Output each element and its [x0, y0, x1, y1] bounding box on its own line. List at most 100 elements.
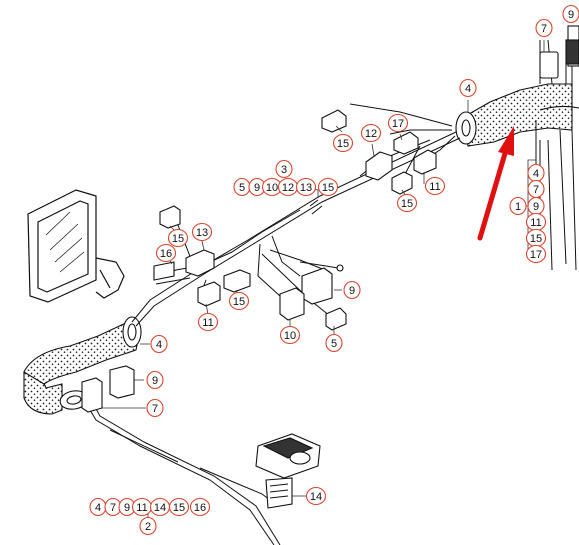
label-number: 4	[156, 339, 162, 351]
label-number: 15	[401, 198, 413, 210]
label-ring	[325, 333, 343, 353]
label-number: 12	[365, 128, 377, 140]
label-number: 13	[300, 182, 312, 194]
part-label-l11-b: 11	[197, 312, 219, 332]
label-ring	[139, 516, 157, 536]
label-ring	[360, 123, 382, 143]
label-ring	[424, 176, 446, 196]
part-label-l9-top: 9	[562, 4, 579, 24]
label-number: 10	[284, 330, 296, 342]
part-label-g1-4: 4	[527, 163, 545, 183]
part-label-l17-top: 17	[387, 113, 409, 133]
label-ring	[150, 334, 168, 354]
label-ring	[197, 312, 219, 332]
label-number: 7	[110, 502, 116, 514]
label-ring	[396, 193, 418, 213]
label-ring	[535, 18, 553, 38]
label-number: 11	[136, 502, 147, 514]
part-label-g1-9: 9	[527, 196, 545, 216]
label-number: 14	[154, 502, 166, 514]
part-label-l15-a: 15	[332, 133, 354, 153]
part-label-l12: 12	[360, 123, 382, 143]
part-label-l11-a: 11	[424, 176, 446, 196]
label-ring	[509, 196, 527, 216]
label-number: 7	[533, 184, 539, 196]
label-number: 13	[196, 227, 208, 239]
label-number: 7	[152, 403, 158, 415]
upper-sleeve	[455, 83, 579, 147]
label-ring	[295, 177, 317, 197]
label-ring	[343, 280, 361, 300]
label-number: 16	[160, 248, 172, 260]
part-label-l2: 2	[139, 516, 157, 536]
label-ring	[191, 222, 213, 242]
label-ring	[155, 243, 177, 263]
label-number: 11	[429, 181, 440, 193]
part-label-g2-15: 15	[168, 497, 190, 517]
label-number: 15	[233, 296, 245, 308]
part-label-l3: 3	[275, 159, 293, 179]
part-label-l15-b: 15	[396, 193, 418, 213]
label-number: 9	[533, 201, 539, 213]
part-label-g2-14: 14	[149, 497, 171, 517]
part-label-l4-mid: 4	[150, 334, 168, 354]
label-number: 11	[530, 217, 541, 229]
label-number: 16	[194, 502, 206, 514]
part-label-l7-low: 7	[146, 398, 164, 418]
label-number: 3	[281, 164, 287, 176]
lower-sleeve	[23, 316, 142, 415]
part-label-l9-low: 9	[146, 370, 164, 390]
label-number: 10	[266, 182, 278, 194]
part-label-l15-c: 15	[167, 228, 189, 248]
red-arrow	[477, 126, 514, 241]
label-ring	[168, 497, 190, 517]
label-ring	[332, 133, 354, 153]
label-ring	[317, 177, 339, 197]
label-number: 9	[152, 375, 158, 387]
label-number: 12	[282, 182, 294, 194]
label-number: 5	[239, 182, 245, 194]
part-label-l9-mid: 9	[343, 280, 361, 300]
label-number: 9	[254, 182, 260, 194]
label-ring	[279, 325, 301, 345]
label-ring	[305, 486, 327, 506]
part-label-g2-16: 16	[189, 497, 211, 517]
label-number: 15	[173, 502, 185, 514]
part-label-l4-top: 4	[459, 78, 477, 98]
part-label-g2-4: 4	[89, 497, 107, 517]
part-label-l16: 16	[155, 243, 177, 263]
label-number: 11	[202, 317, 213, 329]
label-number: 15	[172, 233, 184, 245]
part-label-g2-7: 7	[104, 497, 122, 517]
part-label-l10: 10	[279, 325, 301, 345]
label-number: 15	[322, 182, 334, 194]
mirror-illustration	[27, 189, 125, 303]
part-label-l13: 13	[191, 222, 213, 242]
label-ring	[275, 159, 293, 179]
part-label-g3-5: 5	[233, 177, 251, 197]
label-number: 9	[349, 285, 355, 297]
label-number: 9	[568, 9, 574, 21]
label-number: 1	[515, 201, 521, 213]
part-label-g3-13: 13	[295, 177, 317, 197]
label-ring	[525, 244, 547, 264]
connectors	[81, 25, 579, 509]
part-label-g3-15: 15	[317, 177, 339, 197]
part-label-g3-10: 10	[261, 177, 283, 197]
part-label-g1-15: 15	[525, 228, 547, 248]
label-number: 4	[465, 83, 471, 95]
part-label-g1-7: 7	[527, 179, 545, 199]
part-label-g1-11: 11	[525, 212, 547, 232]
label-number: 17	[530, 249, 542, 261]
label-ring	[146, 370, 164, 390]
label-ring	[146, 398, 164, 418]
label-ring	[387, 113, 409, 133]
part-label-l15-d: 15	[228, 291, 250, 311]
label-number: 5	[331, 338, 337, 350]
label-number: 15	[530, 233, 542, 245]
label-ring	[228, 291, 250, 311]
part-label-g1-17: 17	[525, 244, 547, 264]
part-label-g2-11: 11	[131, 497, 153, 517]
